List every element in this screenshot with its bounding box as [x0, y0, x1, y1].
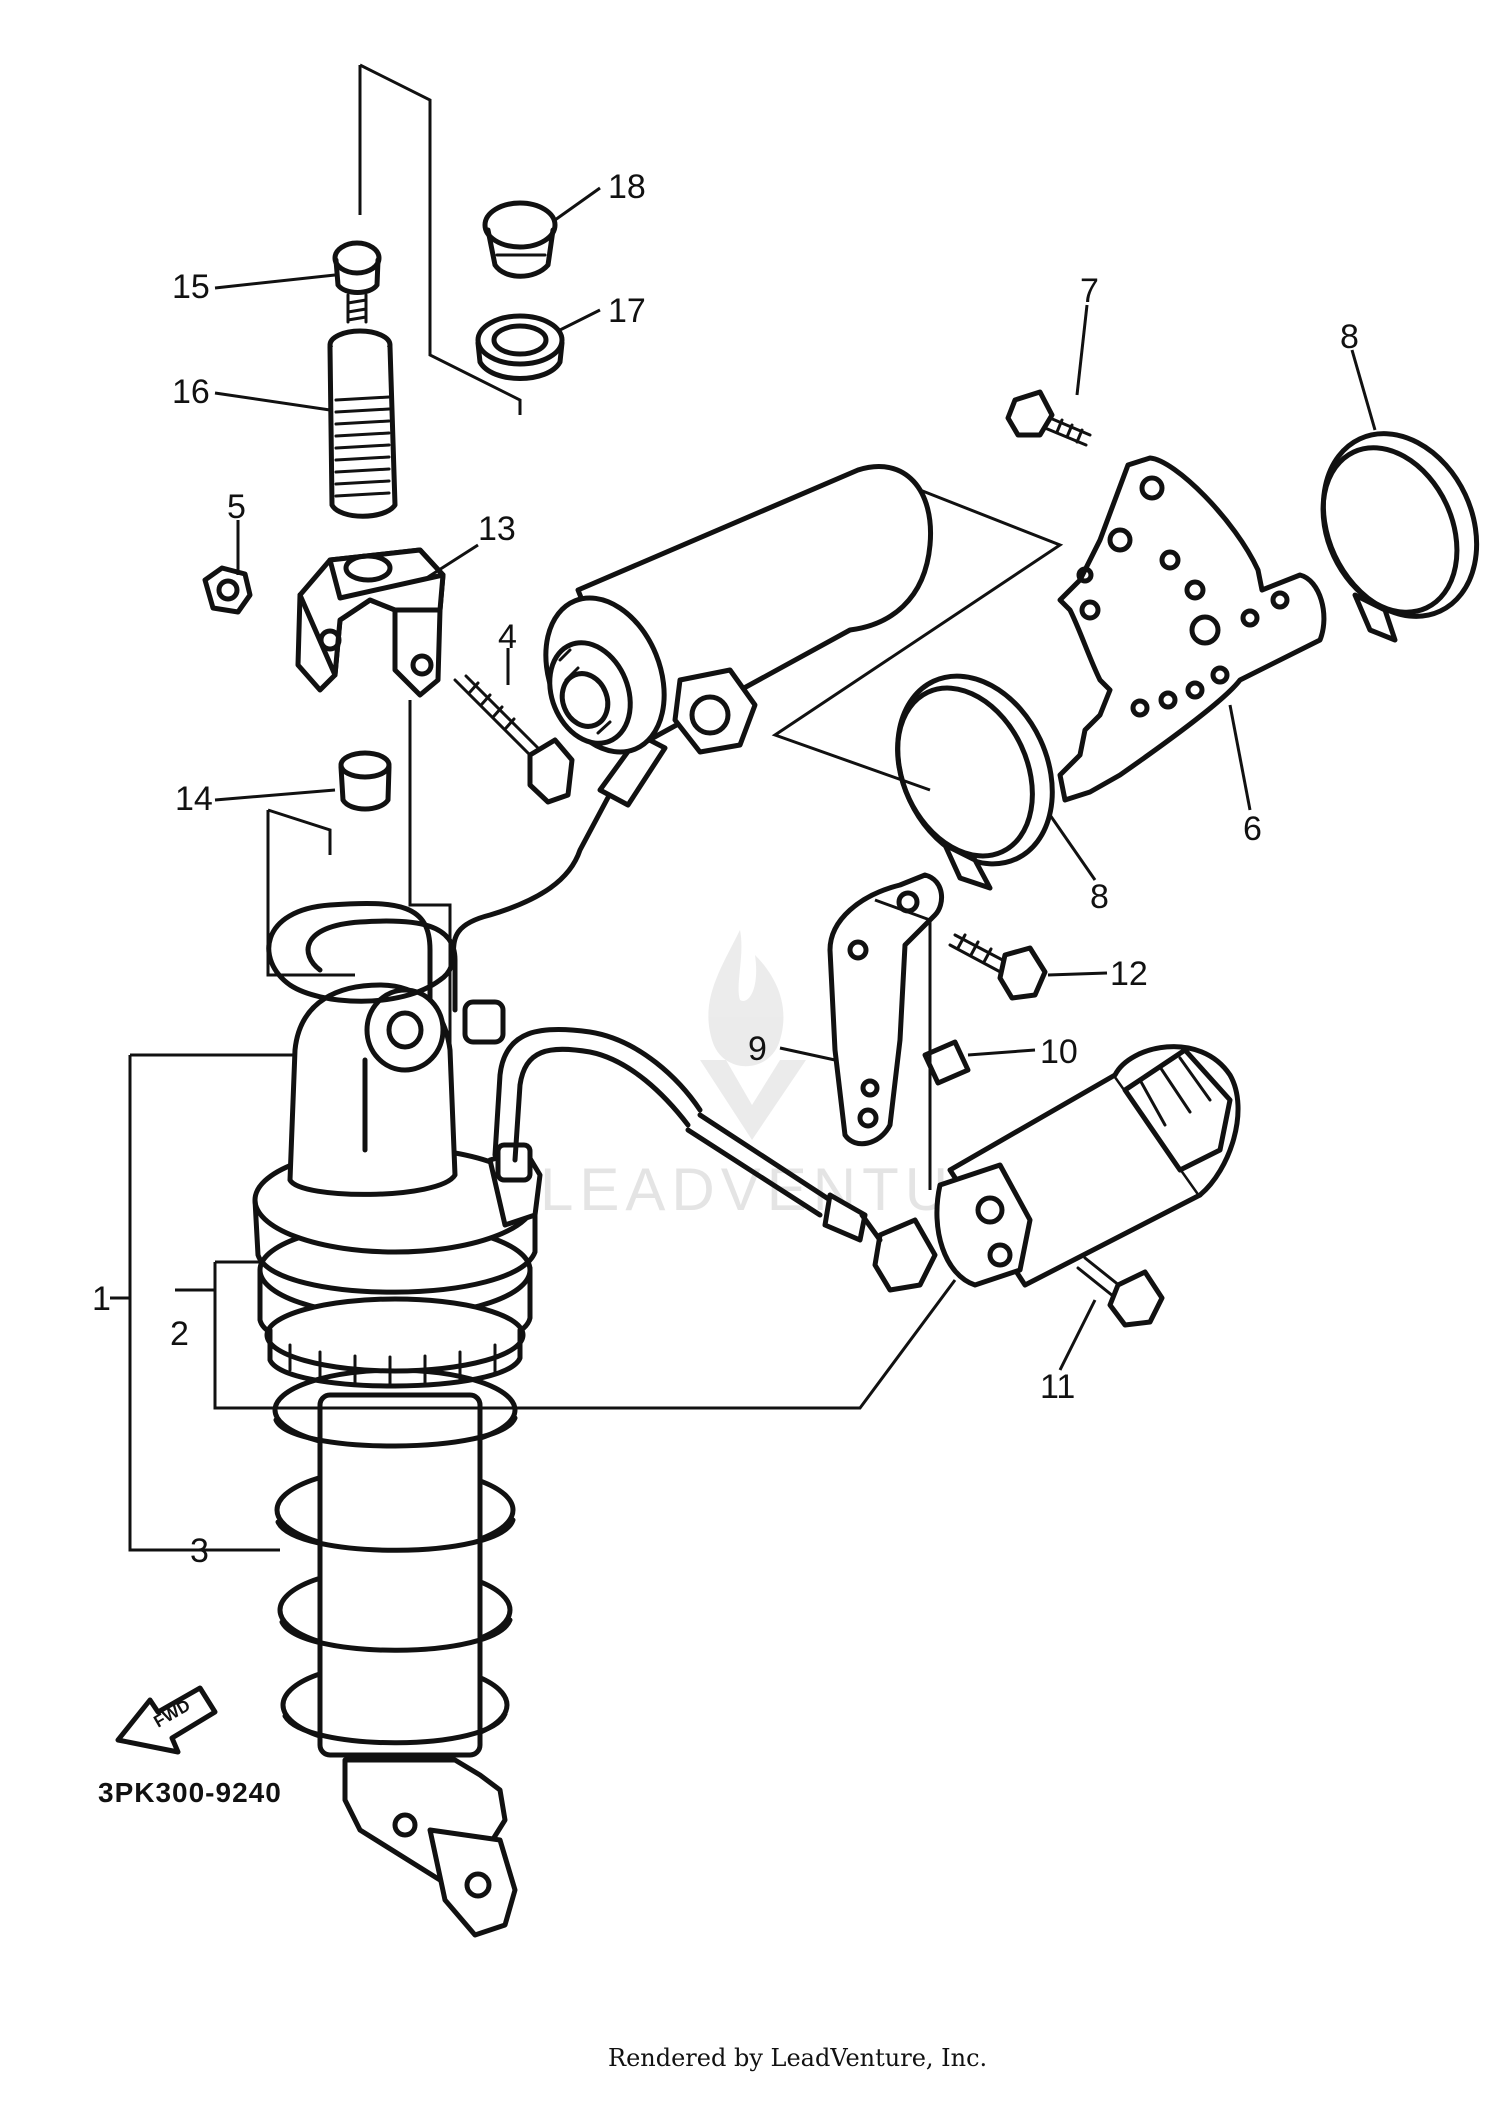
- render-credit: Rendered by LeadVenture, Inc.: [608, 2044, 988, 2072]
- callout-17: 17: [608, 292, 646, 330]
- callout-3: 3: [190, 1532, 209, 1570]
- clamp-band-right: [1320, 431, 1480, 643]
- callout-10: 10: [1040, 1033, 1078, 1071]
- seal-17: [475, 313, 565, 381]
- callouts: 1 2 3 4 5 6 7 8 8 9 10 11 12 13 14 15 16…: [92, 168, 1359, 1570]
- callout-4: 4: [498, 618, 517, 656]
- guide-lines: [110, 63, 1377, 1552]
- nut-5: [202, 565, 253, 615]
- callout-18: 18: [608, 168, 646, 206]
- diagram-code: 3PK300-9240: [98, 1777, 282, 1808]
- callout-6: 6: [1243, 810, 1262, 848]
- callout-13: 13: [478, 510, 516, 548]
- collar-16: [327, 328, 398, 519]
- callout-1: 1: [92, 1280, 111, 1318]
- callout-14: 14: [175, 780, 213, 818]
- callout-5: 5: [227, 488, 246, 526]
- hose-upper: [266, 732, 668, 1013]
- bracket-9: [827, 872, 945, 1147]
- hose-lower: [492, 1026, 883, 1243]
- reservoir-canister: [543, 464, 934, 755]
- callout-15: 15: [172, 268, 210, 306]
- bolt-12: [948, 933, 1048, 1001]
- shock-absorber: [252, 982, 543, 1938]
- reservoir-bracket: [1057, 455, 1327, 803]
- callout-2: 2: [170, 1315, 189, 1353]
- callout-7: 7: [1080, 272, 1099, 310]
- callout-12: 12: [1110, 955, 1148, 993]
- callout-8-right: 8: [1340, 318, 1359, 356]
- bolt-15: [332, 240, 382, 324]
- bolt-11: [1076, 1256, 1165, 1328]
- bolt-7: [1005, 389, 1092, 447]
- forward-arrow-icon: FWD: [115, 1685, 218, 1755]
- bushing-14: [338, 750, 392, 812]
- callout-16: 16: [172, 373, 210, 411]
- clip-10: [922, 1039, 971, 1086]
- cap-18: [482, 200, 558, 279]
- callout-9: 9: [748, 1030, 767, 1068]
- mount-block-13: [295, 547, 446, 698]
- callout-8-lower: 8: [1090, 878, 1109, 916]
- callout-11: 11: [1040, 1368, 1075, 1406]
- clamp-band-lower: [895, 673, 1055, 891]
- bolt-4: [453, 674, 575, 805]
- remote-adjuster: [872, 1044, 1241, 1293]
